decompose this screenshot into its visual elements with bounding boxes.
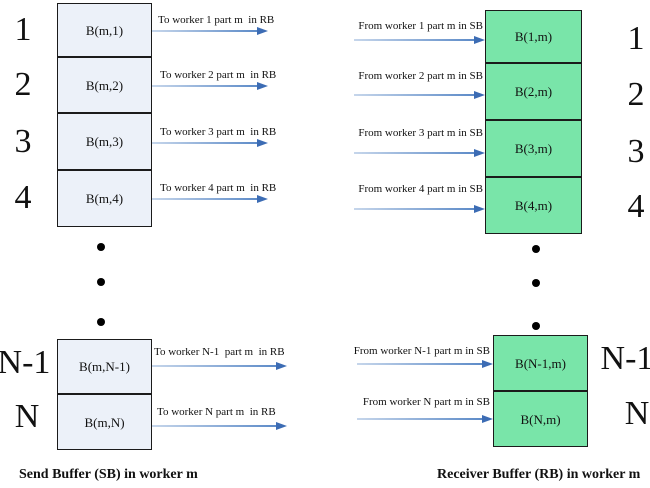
arrowhead-icon: [257, 194, 268, 203]
recv-arrow-2: [354, 90, 485, 99]
recv-arrow-1: [354, 35, 485, 44]
send-buffer-cell-n: B(m,N): [57, 394, 152, 450]
recv-buffer-cell-2: B(2,m): [485, 63, 582, 120]
arrowhead-icon: [474, 90, 485, 99]
send-arrow-label-3: To worker 3 part m in RB: [160, 126, 277, 138]
arrow-shaft: [354, 151, 474, 154]
recv-buffer-cell-n1: B(N-1,m): [493, 335, 588, 391]
recv-index-4: 4: [627, 188, 645, 225]
send-index-n: N: [14, 398, 40, 435]
recv-arrow-label-n1: From worker N-1 part m in SB: [353, 345, 490, 357]
recv-cell-label: B(3,m): [514, 141, 553, 156]
arrowhead-icon: [257, 81, 268, 90]
send-index-n1: N-1: [0, 344, 51, 381]
arrow-shaft: [354, 38, 474, 41]
arrowhead-icon: [474, 148, 485, 157]
send-arrow-3: [152, 138, 268, 147]
send-cell-label: B(m,N): [84, 414, 125, 430]
send-ellipsis-dot: [97, 318, 105, 326]
send-arrow-label-n1: To worker N-1 part m in RB: [154, 346, 285, 358]
recv-index-2: 2: [627, 76, 645, 113]
recv-arrow-label-4: From worker 4 part m in SB: [358, 183, 483, 195]
send-cell-label: B(m,2): [85, 77, 124, 93]
send-arrow-label-2: To worker 2 part m in RB: [160, 69, 277, 81]
recv-index-n: N: [624, 395, 650, 432]
send-arrow-n: [152, 421, 287, 430]
arrow-shaft: [152, 84, 257, 87]
recv-buffer-cell-n: B(N,m): [493, 391, 588, 447]
send-arrow-1: [152, 26, 268, 35]
recv-buffer-cell-3: B(3,m): [485, 120, 582, 177]
arrow-shaft: [152, 424, 276, 427]
send-buffer-cell-4: B(m,4): [57, 170, 152, 227]
recv-cell-label: B(N,m): [520, 411, 561, 427]
arrow-shaft: [152, 197, 257, 200]
recv-ellipsis-dot: [532, 279, 540, 287]
arrowhead-icon: [257, 138, 268, 147]
arrow-shaft: [354, 207, 474, 210]
send-arrow-n1: [152, 361, 287, 370]
recv-buffer-caption: Receiver Buffer (RB) in worker m: [437, 467, 641, 482]
send-arrow-2: [152, 81, 268, 90]
send-arrow-label-1: To worker 1 part m in RB: [158, 14, 275, 26]
recv-arrow-label-1: From worker 1 part m in SB: [358, 20, 483, 32]
recv-buffer-cell-1: B(1,m): [485, 10, 582, 63]
send-buffer-cell-3: B(m,3): [57, 113, 152, 170]
recv-arrow-label-n: From worker N part m in SB: [362, 396, 490, 408]
send-cell-label: B(m,1): [85, 22, 124, 38]
arrowhead-icon: [276, 361, 287, 370]
send-arrow-label-n: To worker N part m in RB: [157, 406, 276, 418]
arrowhead-icon: [482, 359, 493, 368]
recv-buffer-cell-4: B(4,m): [485, 177, 582, 234]
send-cell-label: B(m,4): [85, 191, 124, 206]
recv-index-1: 1: [627, 20, 645, 57]
recv-arrow-n1: [357, 359, 493, 368]
arrow-shaft: [152, 141, 257, 144]
send-arrow-4: [152, 194, 268, 203]
send-buffer-cell-n1: B(m,N-1): [57, 339, 152, 394]
send-ellipsis-dot: [97, 243, 105, 251]
recv-index-n1: N-1: [600, 340, 650, 377]
arrowhead-icon: [482, 414, 493, 423]
recv-arrow-3: [354, 148, 485, 157]
recv-cell-label: B(N-1,m): [515, 355, 566, 371]
arrow-shaft: [152, 29, 257, 32]
send-ellipsis-dot: [97, 278, 105, 286]
send-buffer-caption: Send Buffer (SB) in worker m: [19, 467, 198, 482]
arrowhead-icon: [257, 26, 268, 35]
recv-arrow-label-2: From worker 2 part m in SB: [358, 70, 483, 82]
arrow-shaft: [354, 93, 474, 96]
send-buffer-cell-2: B(m,2): [57, 57, 152, 113]
recv-arrow-label-3: From worker 3 part m in SB: [358, 127, 483, 139]
send-cell-label: B(m,3): [85, 134, 124, 149]
recv-index-3: 3: [627, 133, 645, 170]
send-index-2: 2: [14, 66, 32, 103]
send-index-1: 1: [14, 11, 32, 48]
recv-cell-label: B(1,m): [514, 29, 553, 44]
arrow-shaft: [357, 417, 482, 420]
recv-arrow-n: [357, 414, 493, 423]
arrowhead-icon: [276, 421, 287, 430]
arrowhead-icon: [474, 35, 485, 44]
send-index-4: 4: [14, 179, 32, 216]
arrow-shaft: [357, 362, 482, 365]
recv-ellipsis-dot: [532, 245, 540, 253]
recv-cell-label: B(4,m): [514, 198, 553, 213]
send-index-3: 3: [14, 123, 32, 160]
recv-cell-label: B(2,m): [514, 84, 553, 99]
arrowhead-icon: [474, 204, 485, 213]
recv-ellipsis-dot: [532, 322, 540, 330]
send-arrow-label-4: To worker 4 part m in RB: [160, 182, 277, 194]
send-buffer-cell-1: B(m,1): [57, 3, 152, 57]
send-cell-label: B(m,N-1): [79, 359, 130, 374]
recv-arrow-4: [354, 204, 485, 213]
arrow-shaft: [152, 364, 276, 367]
